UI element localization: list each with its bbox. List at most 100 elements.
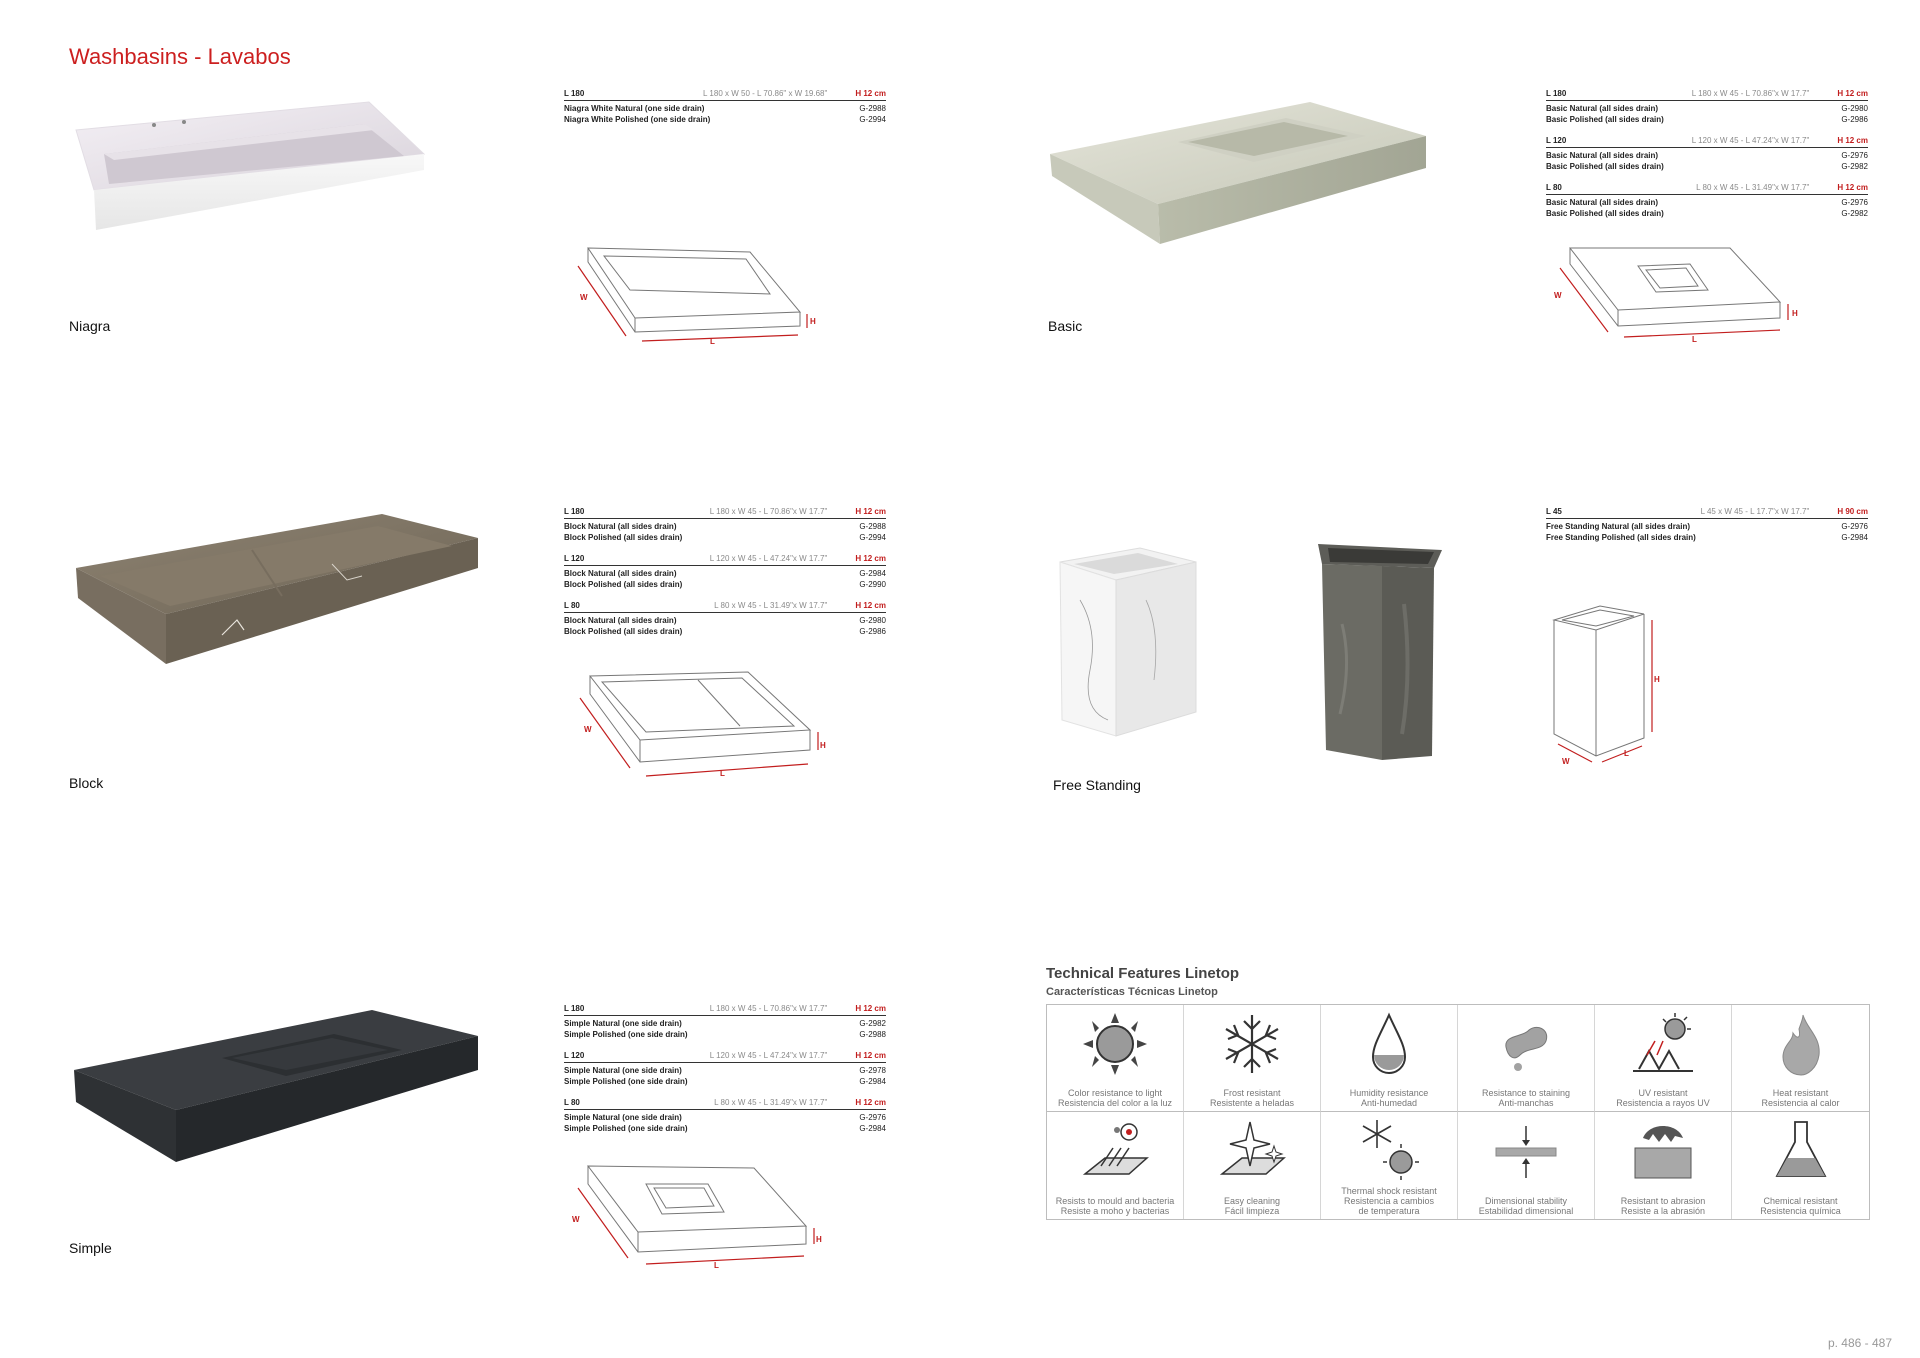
spec-height: H 12 cm: [1837, 183, 1868, 192]
tech-title: Technical Features Linetop: [1046, 965, 1240, 982]
spec-length: L 45: [1546, 507, 1562, 516]
simple-photo: [74, 1010, 478, 1162]
spec-height: H 12 cm: [855, 601, 886, 610]
drawing-h-label: H: [1792, 309, 1798, 318]
basic-line-drawing: W L H: [1554, 247, 1798, 344]
spec-row: Simple Natural (one side drain)G-2976: [564, 1112, 886, 1123]
simple-line-drawing: W L H: [572, 1165, 822, 1270]
flame-icon: [1781, 1014, 1820, 1076]
spec-row-code: G-2984: [859, 1077, 886, 1086]
spec-row: Simple Natural (one side drain)G-2978: [564, 1065, 886, 1076]
spec-row-code: G-2984: [1841, 533, 1868, 542]
spec-group: L 45 L 45 x W 45 - L 17.7"x W 17.7" H 90 c…: [1546, 506, 1868, 543]
feature-label: UV resistant: [1638, 1088, 1688, 1098]
feature-label-es: Anti-humedad: [1360, 1098, 1418, 1108]
spec-row: Basic Polished (all sides drain)G-2982: [1546, 208, 1868, 219]
niagra-photo: [75, 101, 426, 230]
spec-row-code: G-2982: [1841, 162, 1868, 171]
spec-row-code: G-2986: [859, 627, 886, 636]
spec-row-name: Simple Polished (one side drain): [564, 1124, 688, 1133]
bacteria-icon: [1082, 1123, 1149, 1175]
spec-row: Basic Natural (all sides drain)G-2980: [1546, 103, 1868, 114]
spec-height: H 12 cm: [855, 554, 886, 563]
spec-row-name: Basic Natural (all sides drain): [1546, 151, 1659, 160]
feature-label-es: Resistencia a rayos UV: [1616, 1098, 1710, 1108]
water-drop-icon: [1371, 1012, 1407, 1074]
spec-row: Simple Polished (one side drain)G-2984: [564, 1076, 886, 1087]
spec-length: L 180: [564, 89, 585, 98]
feature-label-es: Anti-manchas: [1498, 1098, 1554, 1108]
spec-dims: L 45 x W 45 - L 17.7"x W 17.7": [1700, 507, 1810, 516]
feature-label: Color resistance to light: [1067, 1088, 1163, 1098]
spec-length: L 80: [1546, 183, 1562, 192]
feature-label: Resistant to abrasion: [1620, 1196, 1706, 1206]
spec-row: Block Natural (all sides drain)G-2988: [564, 521, 886, 532]
spec-row: Free Standing Natural (all sides drain)G…: [1546, 521, 1868, 532]
drawing-h-label: H: [810, 317, 816, 326]
spec-height: H 12 cm: [855, 89, 886, 98]
spec-row-name: Basic Polished (all sides drain): [1546, 162, 1664, 171]
feature-label-es: Resistente a heladas: [1209, 1098, 1295, 1108]
free-standing-line-drawing: H W L: [1552, 605, 1660, 766]
drawing-w-label: W: [584, 725, 592, 734]
free-standing-spec: L 45 L 45 x W 45 - L 17.7"x W 17.7" H 90 c…: [1546, 506, 1868, 553]
feature-label: Dimensional stability: [1484, 1196, 1568, 1206]
drawing-l-label: L: [1692, 335, 1697, 344]
spec-row-code: G-2994: [859, 115, 886, 124]
spec-dims: L 80 x W 45 - L 31.49"x W 17.7": [1696, 183, 1810, 192]
feature-label: Resistance to staining: [1481, 1088, 1571, 1098]
simple-spec: L 180 L 180 x W 45 - L 70.86"x W 17.7" H 1…: [564, 1003, 886, 1144]
spec-dims: L 180 x W 45 - L 70.86"x W 17.7": [1691, 89, 1810, 98]
sparkle-icon: [1219, 1121, 1286, 1175]
spec-row-code: G-2986: [1841, 115, 1868, 124]
spec-row-name: Simple Natural (one side drain): [564, 1019, 682, 1028]
niagra-line-drawing: W L H: [577, 247, 816, 345]
spec-dims: L 80 x W 45 - L 31.49"x W 17.7": [714, 1098, 828, 1107]
spec-row-code: G-2984: [859, 1124, 886, 1133]
spec-row-name: Block Polished (all sides drain): [564, 580, 683, 589]
spec-row: Basic Natural (all sides drain)G-2976: [1546, 150, 1868, 161]
spec-row-name: Block Polished (all sides drain): [564, 533, 683, 542]
spec-height: H 12 cm: [1837, 89, 1868, 98]
spec-row-code: G-2988: [859, 522, 886, 531]
drawing-w-label: W: [572, 1215, 580, 1224]
spec-dims: L 180 x W 45 - L 70.86"x W 17.7": [709, 1004, 828, 1013]
spec-height: H 12 cm: [855, 507, 886, 516]
spec-length: L 180: [564, 1004, 585, 1013]
spec-row-code: G-2976: [1841, 198, 1868, 207]
spec-row: Free Standing Polished (all sides drain)…: [1546, 532, 1868, 543]
spec-row-name: Basic Natural (all sides drain): [1546, 198, 1659, 207]
spec-dims: L 180 x W 45 - L 70.86"x W 17.7": [709, 507, 828, 516]
thermal-shock-icon: [1362, 1120, 1419, 1180]
spec-dims: L 120 x W 45 - L 47.24"x W 17.7": [1691, 136, 1810, 145]
spec-group: L 180 L 180 x W 50 - L 70.86" x W 19.68" H…: [564, 88, 886, 125]
spec-dims: L 120 x W 45 - L 47.24"x W 17.7": [709, 554, 828, 563]
free-standing-stone-photo: [1318, 544, 1442, 760]
block-photo: [76, 514, 478, 664]
spec-height: H 90 cm: [1837, 507, 1868, 516]
block-line-drawing: W L H: [579, 671, 826, 778]
feature-label-es: Resistencia del color a la luz: [1057, 1098, 1173, 1108]
drawing-w-label: W: [1562, 757, 1570, 766]
spec-row: Basic Natural (all sides drain) G-2976: [1546, 197, 1868, 208]
spec-height: H 12 cm: [855, 1004, 886, 1013]
feature-label: Humidity resistance: [1349, 1088, 1429, 1098]
spec-length: L 80: [564, 601, 580, 610]
simple-name: Simple: [69, 1240, 112, 1256]
spec-dims: L 180 x W 50 - L 70.86" x W 19.68": [703, 89, 828, 98]
spec-row: Block Polished (all sides drain)G-2990: [564, 579, 886, 590]
spec-row-name: Simple Natural (one side drain): [564, 1066, 682, 1075]
